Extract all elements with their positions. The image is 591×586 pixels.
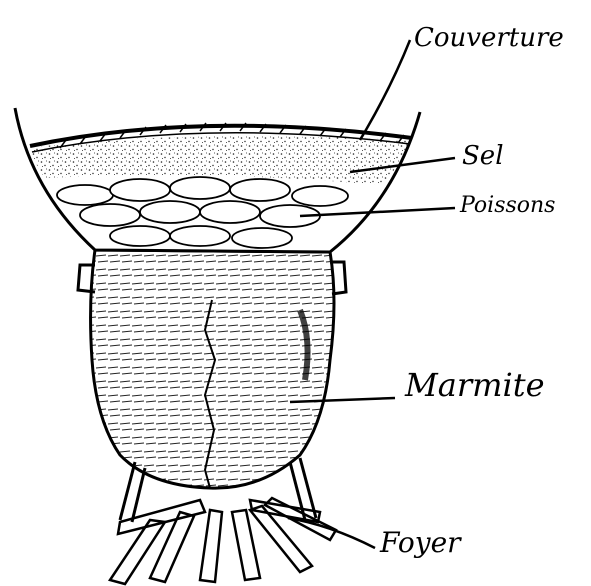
label-couverture: Couverture [414,23,564,53]
pot-body [78,250,346,488]
leader-foyer [288,518,375,548]
fish-basin [15,108,420,252]
label-poissons: Poissons [459,193,555,218]
label-sel: Sel [462,141,504,171]
label-marmite: Marmite [404,366,545,404]
label-foyer: Foyer [379,526,462,559]
